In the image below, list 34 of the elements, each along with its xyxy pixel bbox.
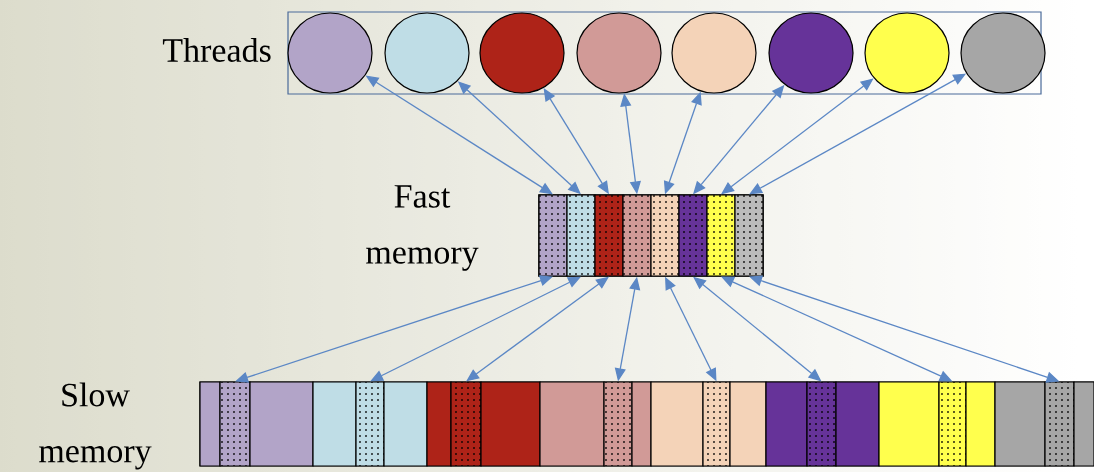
memory-cell [1044, 381, 1075, 467]
node-label: Fast memory [366, 185, 479, 271]
memory-block [650, 381, 704, 467]
memory-block [631, 381, 652, 467]
node-label: Threads [162, 38, 271, 62]
memory-cell [678, 194, 708, 277]
memory-block [729, 381, 767, 467]
arrow [235, 275, 553, 383]
thread-circle [864, 12, 950, 94]
memory-cell [622, 194, 652, 277]
memory-cell [706, 194, 736, 277]
memory-block [965, 381, 996, 467]
thread-circle [768, 12, 854, 94]
memory-block [1073, 381, 1094, 467]
thread-circle [671, 12, 757, 94]
thread-circle [576, 12, 662, 94]
thread-circle [287, 12, 373, 94]
memory-block [312, 381, 357, 467]
thread-circle [384, 12, 470, 94]
arrow [721, 78, 874, 195]
memory-block [765, 381, 808, 467]
memory-block [480, 381, 541, 467]
thread-circle [960, 12, 1046, 94]
memory-block [383, 381, 428, 467]
memory-cell [355, 381, 385, 467]
memory-block [199, 381, 221, 467]
arrow [466, 276, 609, 382]
arrow [370, 276, 581, 382]
node-label: Slow memory [39, 382, 152, 470]
memory-block [835, 381, 880, 467]
memory-block [426, 381, 452, 467]
thread-circle [479, 12, 565, 94]
memory-cell [594, 194, 624, 277]
memory-block [994, 381, 1046, 467]
